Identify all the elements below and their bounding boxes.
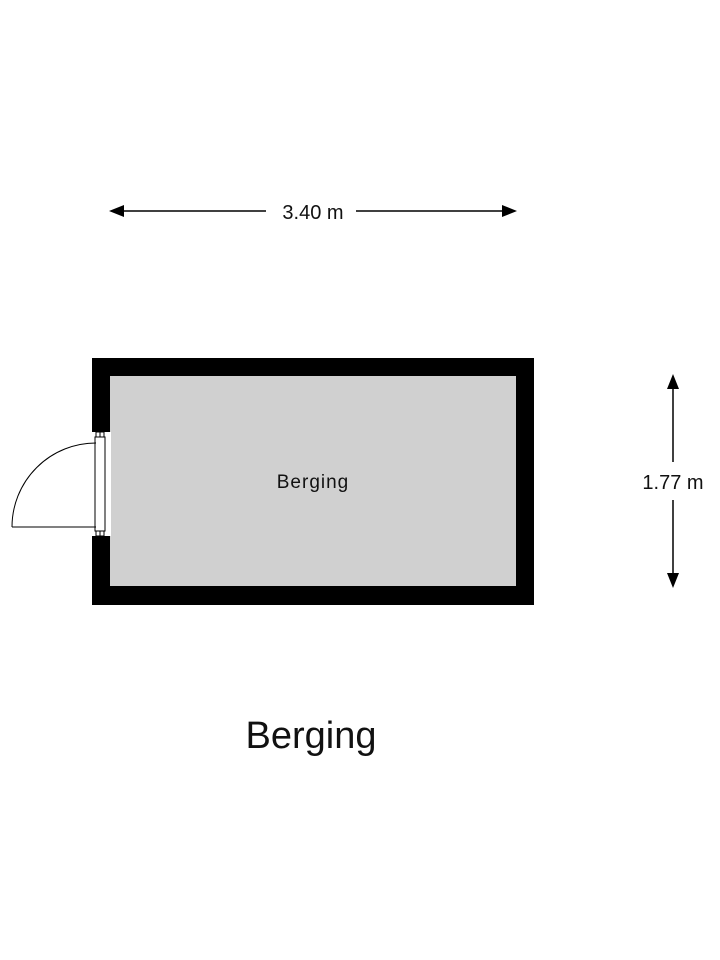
plan-title: Berging	[246, 715, 377, 757]
depth-label: 1.77 m	[642, 472, 703, 494]
width-dimension: 3.40 m	[109, 202, 517, 224]
door-frame	[94, 431, 106, 537]
arrow-up-icon	[667, 374, 679, 389]
room-label: Berging	[277, 472, 350, 493]
arrow-down-icon	[667, 573, 679, 588]
arrow-left-icon	[109, 205, 124, 217]
door-swing	[11, 442, 97, 528]
arrow-right-icon	[502, 205, 517, 217]
width-label: 3.40 m	[282, 202, 343, 224]
room-floor	[110, 376, 516, 586]
depth-dimension: 1.77 m	[642, 374, 704, 588]
